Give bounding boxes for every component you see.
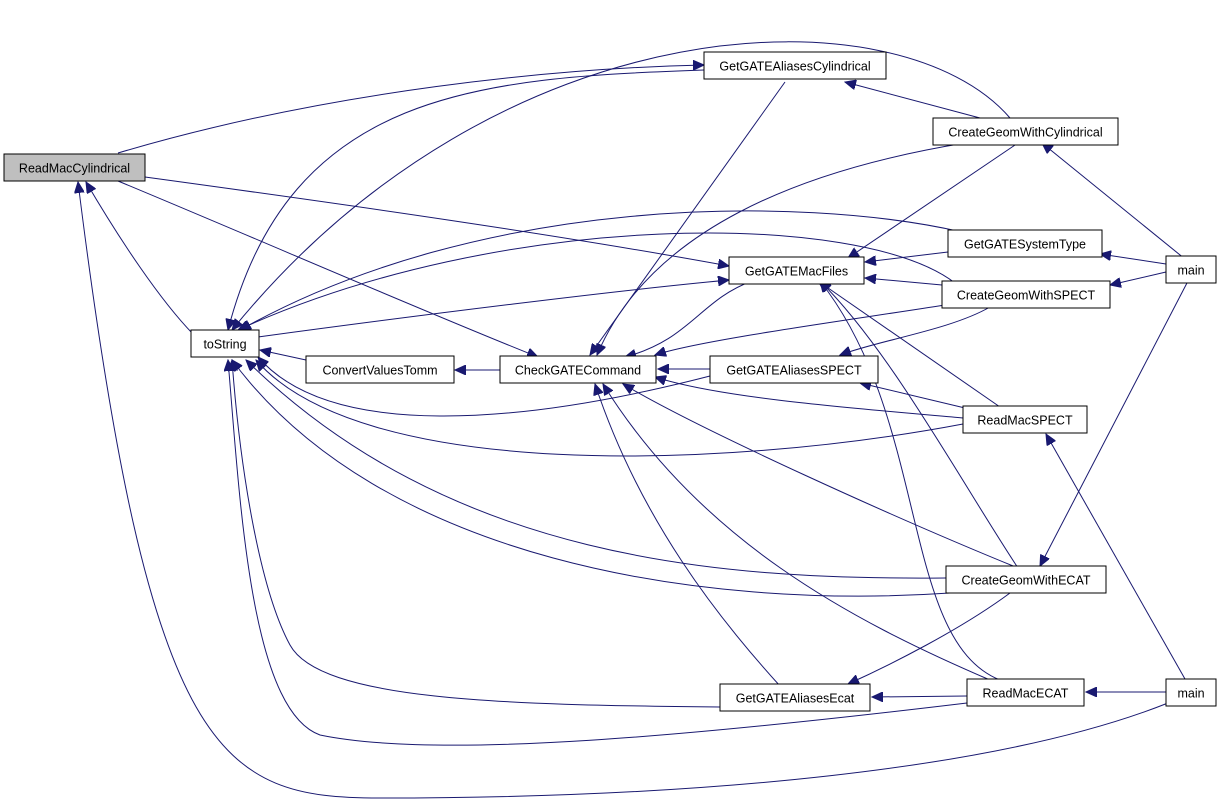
nodes: ReadMacCylindrical toStringConvertValuesT… <box>3 51 1217 712</box>
node-label: toString <box>203 338 246 352</box>
node-createecat[interactable]: CreateGeomWithECAT <box>945 565 1107 594</box>
node-label: GetGATEAliasesEcat <box>736 692 855 706</box>
node-tostring[interactable]: toString <box>190 329 260 358</box>
edge-createecat-checkgate <box>623 384 1019 569</box>
node-label: CreateGeomWithSPECT <box>957 289 1096 303</box>
node-readmacecat[interactable]: ReadMacECAT <box>966 678 1085 707</box>
edge-main1-createecat <box>1040 280 1189 566</box>
node-getcyl[interactable]: GetGATEAliasesCylindrical <box>703 51 887 80</box>
node-box <box>190 329 260 358</box>
node-createspect[interactable]: CreateGeomWithSPECT <box>941 280 1111 309</box>
node-label: ReadMacECAT <box>983 687 1069 701</box>
edge-createcyl-getmacfiles <box>848 142 1019 258</box>
node-label: main <box>1177 264 1204 278</box>
node-box <box>941 280 1111 309</box>
edge-createspect-checkgate <box>655 304 946 355</box>
edges <box>78 41 1189 799</box>
edge-getsystype-getmacfiles <box>865 251 949 262</box>
edge-readmaccyl-tostring <box>86 182 194 335</box>
node-label: ReadMacCylindrical <box>19 162 130 176</box>
node-main1[interactable]: main <box>1165 255 1217 284</box>
node-box <box>305 355 455 384</box>
node-box <box>499 355 657 384</box>
edge-createecat-getmacfiles <box>820 281 1019 569</box>
node-getspect[interactable]: GetGATEAliasesSPECT <box>709 355 879 384</box>
edge-createecat-tostring-b <box>232 360 951 597</box>
edge-readmacecat-tostring <box>228 360 968 746</box>
node-box <box>3 153 146 182</box>
node-box <box>728 256 865 285</box>
node-box <box>709 355 879 384</box>
node-label: CheckGATECommand <box>515 364 641 378</box>
node-label: GetGATEMacFiles <box>745 265 848 279</box>
node-box <box>932 117 1119 146</box>
edge-getspect-tostring <box>258 357 711 417</box>
node-readmacspect[interactable]: ReadMacSPECT <box>962 405 1088 434</box>
node-label: GetGATEAliasesCylindrical <box>719 60 870 74</box>
node-convert[interactable]: ConvertValuesTomm <box>305 355 455 384</box>
node-label: GetGATESystemType <box>964 238 1086 252</box>
edge-convert-tostring <box>260 350 307 361</box>
edge-tostring-getmacfiles <box>257 280 729 338</box>
edge-createspect-getmacfiles <box>865 278 943 286</box>
node-box <box>1165 678 1217 707</box>
node-box <box>966 678 1085 707</box>
node-box <box>1165 255 1217 284</box>
edge-readmacecat-checkgate <box>603 384 991 681</box>
node-box <box>962 405 1088 434</box>
edge-createecat-getecat <box>848 592 1011 684</box>
edge-getcyl-tostring <box>228 69 705 330</box>
node-label: main <box>1177 687 1204 701</box>
node-box <box>703 51 887 80</box>
node-getmacfiles[interactable]: GetGATEMacFiles <box>728 256 865 285</box>
node-createcyl[interactable]: CreateGeomWithCylindrical <box>932 117 1119 146</box>
edge-getecat-checkgate <box>595 384 781 687</box>
node-box <box>945 565 1107 594</box>
edge-readmacspect-getspect <box>860 383 966 409</box>
node-checkgate[interactable]: CheckGATECommand <box>499 355 657 384</box>
node-main2[interactable]: main <box>1165 678 1217 707</box>
edge-readmaccyl-checkgate <box>117 180 538 357</box>
node-label: ReadMacSPECT <box>977 414 1073 428</box>
node-getecat[interactable]: GetGATEAliasesEcat <box>719 683 871 712</box>
edge-getmacfiles-checkgate <box>625 280 753 357</box>
node-label: CreateGeomWithECAT <box>962 574 1091 588</box>
edge-createspect-tostring <box>238 232 956 330</box>
node-label: CreateGeomWithCylindrical <box>948 126 1102 140</box>
node-box <box>719 683 871 712</box>
edge-createcyl-checkgate <box>597 142 966 355</box>
edge-main1-createspect <box>1110 271 1167 285</box>
edge-readmacecat-getmacfiles <box>820 281 1001 681</box>
edge-createecat-tostring-a <box>246 360 947 579</box>
edge-createcyl-getcyl <box>845 82 981 119</box>
edge-readmacspect-tostring <box>256 360 964 457</box>
edge-main2-readmacspect <box>1046 434 1186 680</box>
edge-main2-readmaccyl <box>78 182 1169 799</box>
edge-main1-createcyl <box>1042 143 1186 260</box>
edge-createcyl-tostring <box>232 41 1011 330</box>
edge-getsystype-tostring <box>240 210 963 330</box>
edge-readmacspect-checkgate <box>655 377 964 419</box>
node-label: GetGATEAliasesSPECT <box>726 364 862 378</box>
edge-createspect-getspect <box>840 306 991 355</box>
edge-getecat-tostring <box>232 360 721 708</box>
edge-main1-getsystype <box>1100 254 1167 265</box>
node-label: ConvertValuesTomm <box>322 364 437 378</box>
edge-readmaccyl-getmacfiles <box>144 176 729 266</box>
node-box <box>947 229 1103 258</box>
edge-readmaccyl-getcyl <box>117 65 704 154</box>
node-getsystype[interactable]: GetGATESystemType <box>947 229 1103 258</box>
edge-readmacecat-getecat <box>872 696 968 697</box>
edge-readmacspect-getmacfiles <box>818 281 1001 408</box>
node-readmaccyl[interactable]: ReadMacCylindrical <box>3 153 146 182</box>
